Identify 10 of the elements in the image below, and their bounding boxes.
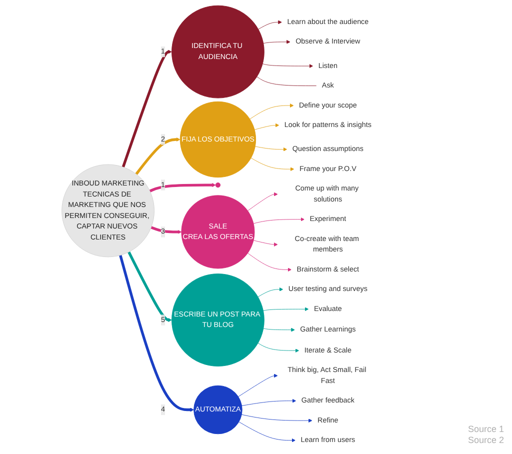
source-note: Source 1	[468, 424, 504, 435]
source-note: Source 2	[468, 435, 504, 446]
arrow	[149, 183, 216, 192]
node-circle	[215, 182, 221, 188]
arrow	[135, 138, 180, 175]
arrow	[128, 251, 172, 322]
connector	[256, 76, 317, 86]
arrow	[150, 226, 182, 234]
arrow	[119, 254, 194, 412]
arrow	[122, 50, 172, 168]
